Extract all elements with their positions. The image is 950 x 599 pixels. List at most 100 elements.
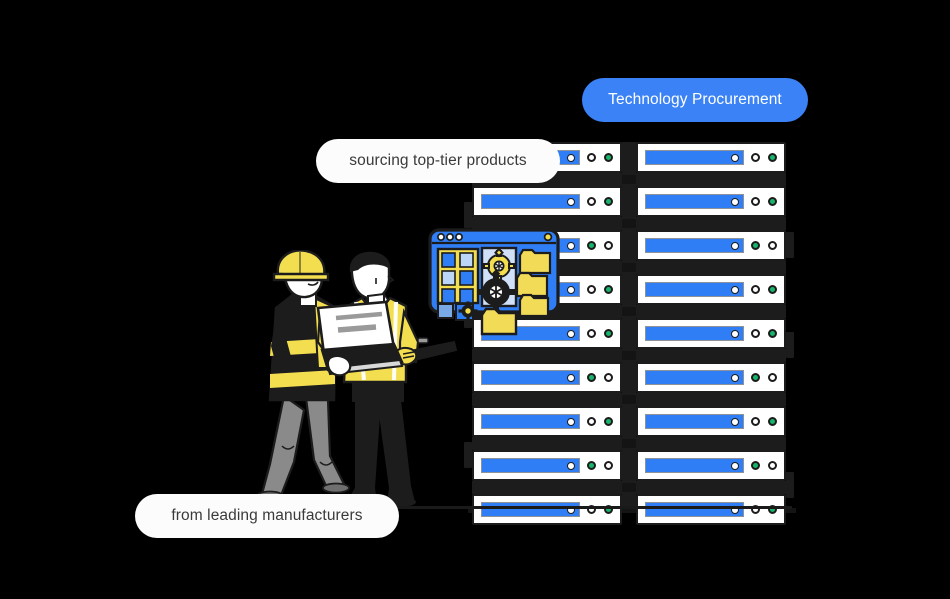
server-unit-right-2[interactable] (636, 186, 786, 217)
led-right-indicator-icon (603, 373, 613, 382)
server-unit-leds (744, 153, 784, 162)
rack-rail-left (464, 442, 472, 468)
server-unit-right-1[interactable] (636, 142, 786, 173)
led-right-indicator-icon (767, 461, 777, 470)
server-unit-right-3[interactable] (636, 230, 786, 261)
led-left-indicator-icon (751, 417, 761, 426)
led-right-indicator-icon (603, 461, 613, 470)
rack-shelf-divider (472, 481, 622, 494)
server-unit-bar (645, 326, 744, 341)
rack-shelf-divider (472, 437, 622, 450)
characters-svg (256, 249, 458, 507)
rack-base (468, 508, 796, 513)
rack-shelf-divider (636, 217, 786, 230)
led-left-indicator-icon (751, 197, 761, 206)
folder-icon-1 (518, 248, 552, 275)
rack-column-right (636, 142, 786, 525)
server-unit-bar (645, 458, 744, 473)
rack-spine-notch (619, 175, 639, 184)
led-left-indicator-icon (751, 153, 761, 162)
led-left-indicator-icon (587, 461, 597, 470)
server-unit-knob-icon (567, 461, 575, 470)
server-unit-knob-icon (731, 153, 739, 162)
server-unit-knob-icon (567, 153, 575, 162)
server-unit-leds (580, 373, 620, 382)
server-unit-knob-icon (567, 329, 575, 338)
server-unit-right-8[interactable] (636, 450, 786, 481)
folder-icon-2 (515, 271, 549, 298)
server-unit-knob-icon (731, 373, 739, 382)
rack-spine-notch (619, 219, 639, 228)
server-unit-left-8[interactable] (472, 450, 622, 481)
server-unit-left-5[interactable] (472, 318, 622, 349)
rack-spine-notch (619, 351, 639, 360)
rack-shelf-divider (472, 217, 622, 230)
rack-shelf-divider (636, 349, 786, 362)
rack-rail-right (786, 472, 794, 498)
led-right-indicator-icon (767, 285, 777, 294)
server-unit-bar (645, 414, 744, 429)
server-unit-right-9[interactable] (636, 494, 786, 525)
folder-icon-4 (480, 307, 518, 336)
server-unit-bar (645, 194, 744, 209)
led-left-indicator-icon (751, 285, 761, 294)
led-left-indicator-icon (587, 197, 597, 206)
led-left-indicator-icon (751, 461, 761, 470)
server-unit-bar (481, 414, 580, 429)
led-right-indicator-icon (767, 241, 777, 250)
server-unit-leds (744, 197, 784, 206)
folder-icon-3 (518, 293, 550, 318)
server-unit-knob-icon (567, 417, 575, 426)
rack-shelf-divider (636, 173, 786, 186)
led-left-indicator-icon (587, 153, 597, 162)
server-unit-left-9[interactable] (472, 494, 622, 525)
server-unit-left-6[interactable] (472, 362, 622, 393)
server-unit-leds (744, 417, 784, 426)
server-unit-leds (744, 285, 784, 294)
led-left-indicator-icon (587, 373, 597, 382)
led-left-indicator-icon (587, 285, 597, 294)
window-dot-3 (455, 233, 463, 241)
server-unit-leds (580, 153, 620, 162)
server-unit-knob-icon (731, 329, 739, 338)
led-right-indicator-icon (603, 417, 613, 426)
caption-from-leading-manufacturers: from leading manufacturers (135, 494, 399, 538)
server-unit-leds (580, 417, 620, 426)
server-unit-knob-icon (731, 197, 739, 206)
server-unit-leds (744, 461, 784, 470)
rack-shelf-divider (636, 481, 786, 494)
rack-shelf-divider (472, 349, 622, 362)
server-unit-right-5[interactable] (636, 318, 786, 349)
server-unit-bar (481, 502, 580, 517)
server-unit-right-4[interactable] (636, 274, 786, 305)
rack-spine-notch (619, 307, 639, 316)
hard-hat-icon (272, 249, 330, 282)
led-left-indicator-icon (751, 329, 761, 338)
badge-technology-procurement: Technology Procurement (582, 78, 808, 122)
server-unit-left-2[interactable] (472, 186, 622, 217)
rack-shelf-divider (636, 437, 786, 450)
rack-shelf-divider (636, 305, 786, 318)
server-unit-left-7[interactable] (472, 406, 622, 437)
server-unit-knob-icon (731, 461, 739, 470)
server-unit-right-6[interactable] (636, 362, 786, 393)
server-unit-leds (744, 329, 784, 338)
server-unit-knob-icon (731, 285, 739, 294)
led-left-indicator-icon (751, 241, 761, 250)
server-unit-bar (645, 370, 744, 385)
server-unit-bar (645, 150, 744, 165)
server-unit-leds (744, 241, 784, 250)
server-unit-knob-icon (567, 197, 575, 206)
server-unit-bar (645, 238, 744, 253)
caption-sourcing-top-tier-products: sourcing top-tier products (316, 139, 560, 183)
server-unit-right-7[interactable] (636, 406, 786, 437)
led-right-indicator-icon (767, 153, 777, 162)
led-right-indicator-icon (767, 197, 777, 206)
rack-spine (619, 142, 639, 510)
server-unit-bar (481, 458, 580, 473)
rack-rail-right (786, 232, 794, 258)
server-unit-knob-icon (731, 241, 739, 250)
window-dot-2 (446, 233, 454, 241)
rack-shelf-divider (636, 261, 786, 274)
